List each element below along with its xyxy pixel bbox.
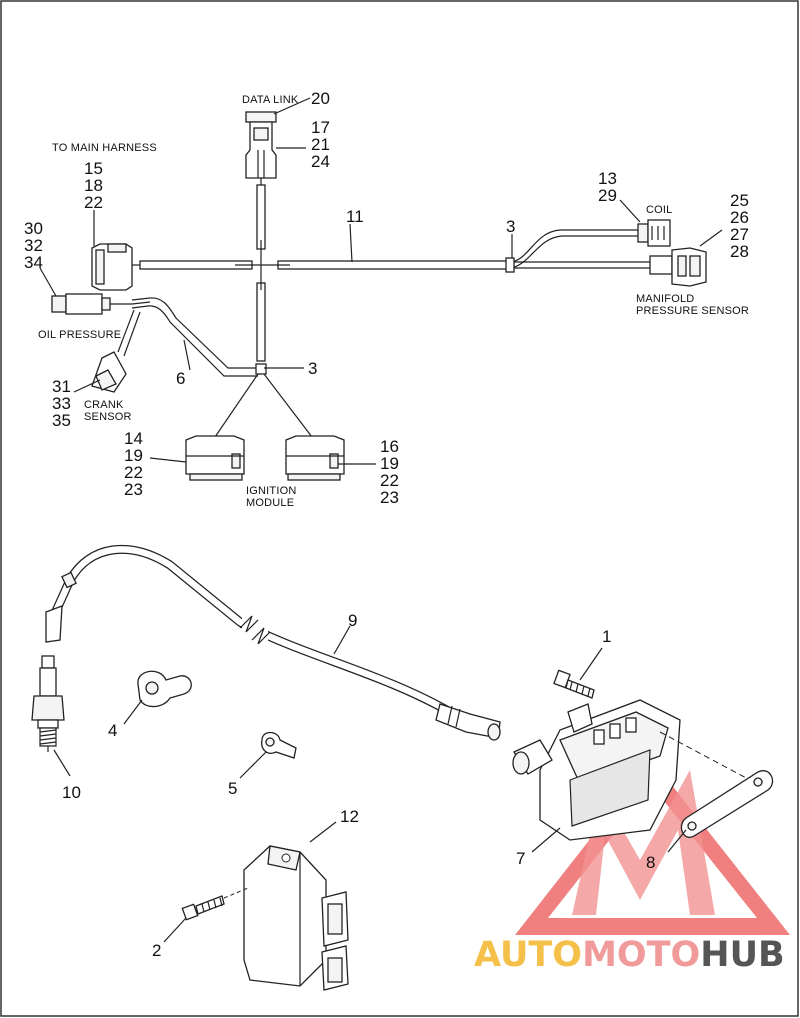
- callout-33: 33: [52, 394, 71, 413]
- watermark-text: AUTOMOTOHUB: [474, 935, 785, 975]
- callout-23-a: 23: [124, 480, 143, 499]
- callout-2: 2: [152, 941, 161, 960]
- oil-pressure-sender: [51, 293, 132, 315]
- watermark-auto: AUTO: [474, 935, 582, 975]
- label-coil: COIL: [646, 204, 672, 216]
- ignition-coil: [512, 699, 751, 841]
- branch-6-wire-a: [131, 297, 258, 369]
- coil-connector: [637, 219, 671, 247]
- callout-12: 12: [340, 807, 359, 826]
- spark-plug-wire: [45, 544, 501, 741]
- callout-21: 21: [311, 135, 330, 154]
- label-data-link: DATA LINK: [242, 94, 299, 106]
- callout-30: 30: [24, 219, 43, 238]
- coil-bracket: [667, 770, 774, 853]
- callout-24: 24: [311, 152, 330, 171]
- callout-22-a: 22: [84, 193, 103, 212]
- callout-14: 14: [124, 429, 143, 448]
- callout-35: 35: [52, 411, 71, 430]
- data-link-connector: [245, 111, 277, 185]
- callout-17: 17: [311, 118, 330, 137]
- callout-34: 34: [24, 253, 43, 272]
- callout-6: 6: [176, 369, 185, 388]
- callout-26: 26: [730, 208, 749, 227]
- callout-22-c: 22: [380, 471, 399, 490]
- callout-22-b: 22: [124, 463, 143, 482]
- callout-32: 32: [24, 236, 43, 255]
- callout-20: 20: [311, 89, 330, 108]
- callout-9: 9: [348, 611, 357, 630]
- callout-3-lower: 3: [308, 359, 317, 378]
- ignition-connector-left: [185, 435, 245, 481]
- label-ignition-2: MODULE: [246, 497, 294, 509]
- manifold-sensor-connector: [649, 247, 707, 287]
- wire-clip: [123, 670, 192, 725]
- watermark-moto: MOTO: [582, 935, 700, 975]
- harness-trunk-right: [277, 260, 511, 270]
- label-crank-2: SENSOR: [84, 411, 132, 423]
- label-to-main-harness: TO MAIN HARNESS: [52, 142, 157, 154]
- ignition-control-module: [243, 821, 349, 991]
- callout-3-upper: 3: [506, 217, 515, 236]
- harness-trunk-down: [256, 282, 266, 362]
- ignition-connector-right: [285, 435, 345, 481]
- spark-plug: [31, 655, 65, 752]
- label-manifold-1: MANIFOLD: [636, 293, 694, 305]
- callout-11: 11: [346, 207, 364, 226]
- watermark-hub: HUB: [700, 935, 784, 975]
- label-manifold-2: PRESSURE SENSOR: [636, 305, 749, 317]
- label-oil-pressure: OIL PRESSURE: [38, 329, 121, 341]
- callout-13: 13: [598, 169, 617, 188]
- callout-16: 16: [380, 437, 399, 456]
- coil-branch-wire: [511, 229, 640, 263]
- callout-7: 7: [516, 849, 525, 868]
- crank-sensor-connector: [91, 309, 141, 393]
- clip-3-right: [505, 257, 515, 273]
- clip-3-lower: [255, 363, 267, 375]
- callout-29: 29: [598, 186, 617, 205]
- wiring-harness: [39, 97, 723, 481]
- module-screw: [163, 887, 249, 943]
- callout-19-b: 19: [380, 454, 399, 473]
- callout-1: 1: [602, 627, 611, 646]
- harness-trunk-up: [256, 184, 266, 250]
- callout-28: 28: [730, 242, 749, 261]
- cable-clip: [239, 731, 297, 779]
- label-ignition-1: IGNITION: [246, 485, 297, 497]
- callout-5: 5: [228, 779, 237, 798]
- callout-31: 31: [52, 377, 71, 396]
- main-harness-connector: [91, 243, 140, 291]
- callout-4: 4: [108, 721, 117, 740]
- callout-23-b: 23: [380, 488, 399, 507]
- callout-8: 8: [646, 853, 655, 872]
- callout-19-a: 19: [124, 446, 143, 465]
- callout-10: 10: [62, 783, 81, 802]
- callout-18: 18: [84, 176, 103, 195]
- callout-15: 15: [84, 159, 103, 178]
- label-crank-1: CRANK: [84, 399, 124, 411]
- callout-25: 25: [730, 191, 749, 210]
- callout-27: 27: [730, 225, 749, 244]
- mounting-bolt: [553, 647, 603, 699]
